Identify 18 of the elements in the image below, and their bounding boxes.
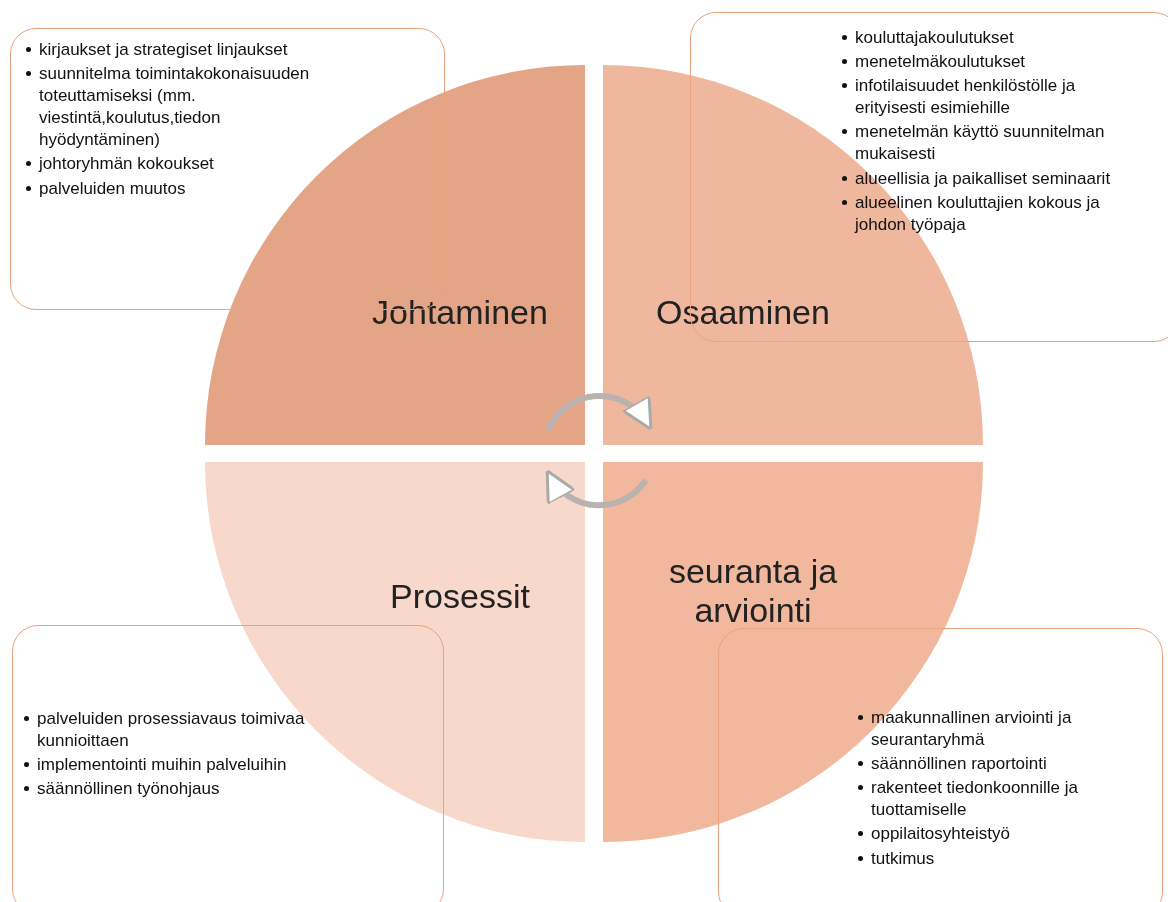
segment-title: Osaaminen xyxy=(655,293,831,333)
list-item-text: kouluttajakoulutukset xyxy=(855,28,1014,47)
list-item-text: suunnitelma toimintakokonaisuuden toteuttamiseksi (mm. viestintä,koulutus,tiedon hyödyntäminen) xyxy=(39,64,310,150)
list-item-text: alueellisia ja paikalliset seminaarit xyxy=(855,168,1111,188)
list-item-text: alueelinen kouluttajien kokous ja johdon työpaja xyxy=(855,192,1100,234)
list-item-text: oppilaitosyhteistyö xyxy=(871,824,1010,844)
list-item-text: palveluiden muutos xyxy=(39,178,186,198)
list-item-text: kirjaukset ja strategiset linjaukset xyxy=(39,40,288,59)
list-item-text: implementointi muihin palveluihin xyxy=(37,755,287,775)
segment-title: Johtaminen xyxy=(371,293,549,333)
segment-title: seuranta ja arviointi xyxy=(667,552,839,631)
list-item-text: tutkimus xyxy=(871,848,935,868)
list-item-text: säännöllinen raportointi xyxy=(871,754,1047,774)
list-item-text: menetelmäkoulutukset xyxy=(855,52,1026,72)
list-item-text: säännöllinen työnohjaus xyxy=(37,779,220,799)
curved-arrow xyxy=(545,469,649,509)
list-item-text: johtoryhmän kokoukset xyxy=(39,154,214,174)
segment-title: Prosessit xyxy=(389,577,531,617)
